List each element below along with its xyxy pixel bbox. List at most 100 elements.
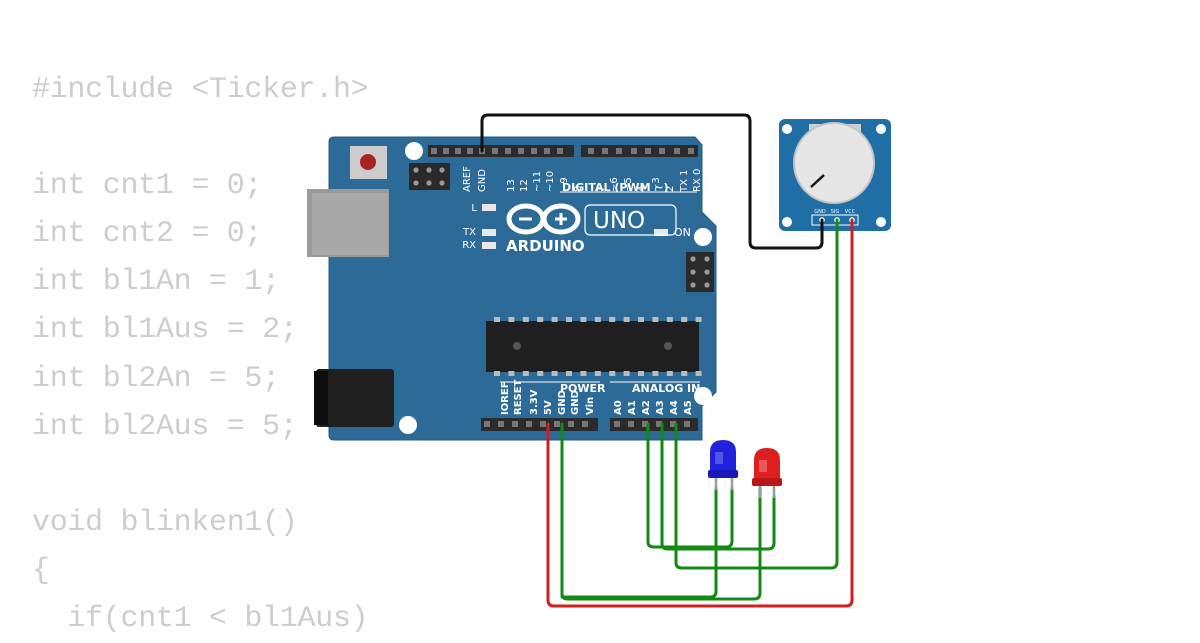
header-pin[interactable] (544, 148, 550, 154)
code-line: int cnt1 = 0; (32, 169, 263, 204)
digital-pin-label: ~3 (651, 177, 662, 192)
code-line: void blinken1() (32, 505, 298, 540)
pot-pin-vcc-label: VCC (845, 209, 856, 215)
reset-button[interactable] (350, 146, 387, 179)
wire-5v-to-pot-vcc[interactable] (546, 218, 854, 608)
potentiometer-module[interactable]: GND SIG VCC (779, 119, 891, 231)
digital-pin-label: 8 (573, 186, 584, 192)
header-pin[interactable] (659, 148, 665, 154)
analog-header-label: ANALOG IN (632, 382, 700, 395)
code-line: { (32, 553, 50, 588)
power-pin-label: IOREF (500, 381, 511, 415)
mounting-hole (876, 124, 886, 134)
wire-a2-to-blue-led[interactable] (646, 422, 734, 549)
led-blue[interactable] (708, 440, 738, 490)
led-rx-label: RX (462, 240, 476, 251)
header-pin[interactable] (582, 421, 588, 427)
header-pin[interactable] (568, 421, 574, 427)
header-pin[interactable] (688, 148, 694, 154)
header-pin[interactable] (642, 421, 648, 427)
brand-label: ARDUINO (506, 237, 585, 255)
header-pin[interactable] (616, 148, 622, 154)
header-pin[interactable] (443, 148, 449, 154)
potentiometer-knob[interactable] (793, 122, 875, 204)
header-pin[interactable] (505, 148, 511, 154)
power-header-label: POWER (560, 382, 606, 395)
wire-gnd-to-blue-led[interactable] (560, 486, 718, 599)
code-line: #include <Ticker.h> (32, 73, 369, 107)
digital-header-right (581, 145, 698, 157)
header-pin[interactable] (512, 421, 518, 427)
led-on (654, 229, 668, 236)
power-pin-label: GND (557, 390, 568, 415)
mounting-hole (694, 387, 712, 405)
wire-gnd-to-pot[interactable] (480, 113, 824, 250)
power-pin-label: 5V (543, 400, 554, 415)
header-pin[interactable] (498, 421, 504, 427)
analog-pin-label: A0 (613, 400, 624, 415)
mounting-hole (782, 217, 792, 227)
analog-pin-label: A2 (641, 400, 652, 415)
digital-pin-label: ~6 (609, 177, 620, 192)
code-line: int bl1An = 1; (32, 265, 280, 300)
digital-pin-label: ~10 (545, 171, 556, 192)
analog-pin-label: A1 (627, 400, 638, 415)
header-pin[interactable] (588, 148, 594, 154)
header-pin[interactable] (484, 421, 490, 427)
header-pin[interactable] (631, 148, 637, 154)
led-tx-label: TX (462, 227, 476, 238)
header-pin[interactable] (518, 148, 524, 154)
model-label: UNO (593, 208, 645, 234)
power-pin-label: RESET (513, 379, 524, 415)
arduino-logo-icon (506, 203, 581, 235)
digital-pin-label: GND (477, 169, 488, 192)
header-pin[interactable] (656, 421, 662, 427)
header-pin[interactable] (431, 148, 437, 154)
power-pin-label: 3.3V (529, 389, 540, 415)
header-pin[interactable] (455, 148, 461, 154)
power-jack (314, 369, 394, 427)
digital-pin-label: ~9 (559, 177, 570, 192)
digital-pin-label: 4 (637, 186, 648, 192)
header-pin[interactable] (628, 421, 634, 427)
power-pin-label: GND (570, 390, 581, 415)
header-pin[interactable] (467, 148, 473, 154)
header-pin[interactable] (614, 421, 620, 427)
header-pin[interactable] (602, 148, 608, 154)
analog-pin-label: A4 (669, 400, 680, 415)
header-pin[interactable] (540, 421, 546, 427)
digital-pin-label: ~11 (532, 171, 543, 192)
digital-header-left (428, 145, 574, 157)
header-pin[interactable] (557, 148, 563, 154)
led-red[interactable] (752, 448, 782, 498)
code-line: int bl2An = 5; (32, 361, 280, 396)
header-pin[interactable] (645, 148, 651, 154)
digital-pin-label: 7 (596, 186, 607, 192)
mounting-hole (694, 228, 712, 246)
header-pin[interactable] (531, 148, 537, 154)
analog-pin-label: A5 (683, 400, 694, 415)
code-line: int bl1Aus = 2; (32, 313, 298, 348)
header-pin[interactable] (554, 421, 560, 427)
header-pin[interactable] (526, 421, 532, 427)
header-pin[interactable] (492, 148, 498, 154)
icsp-header-2 (686, 252, 714, 292)
digital-pin-label: 12 (519, 179, 530, 192)
digital-pin-label: 13 (506, 179, 517, 192)
header-pin[interactable] (674, 148, 680, 154)
led-on-label: ON (674, 226, 691, 239)
digital-pin-label: AREF (462, 166, 473, 192)
microcontroller-chip (486, 317, 702, 376)
header-pin[interactable] (670, 421, 676, 427)
wire-a3-to-red-led[interactable] (660, 422, 776, 551)
mounting-hole (876, 217, 886, 227)
icsp-header (409, 163, 450, 190)
led-l (482, 204, 496, 211)
led-l-label: L (471, 203, 477, 214)
digital-pin-label: 2 (665, 186, 676, 192)
knob-indicator (810, 174, 825, 188)
wire-a4-to-pot-sig[interactable] (674, 218, 839, 570)
header-pin[interactable] (684, 421, 690, 427)
